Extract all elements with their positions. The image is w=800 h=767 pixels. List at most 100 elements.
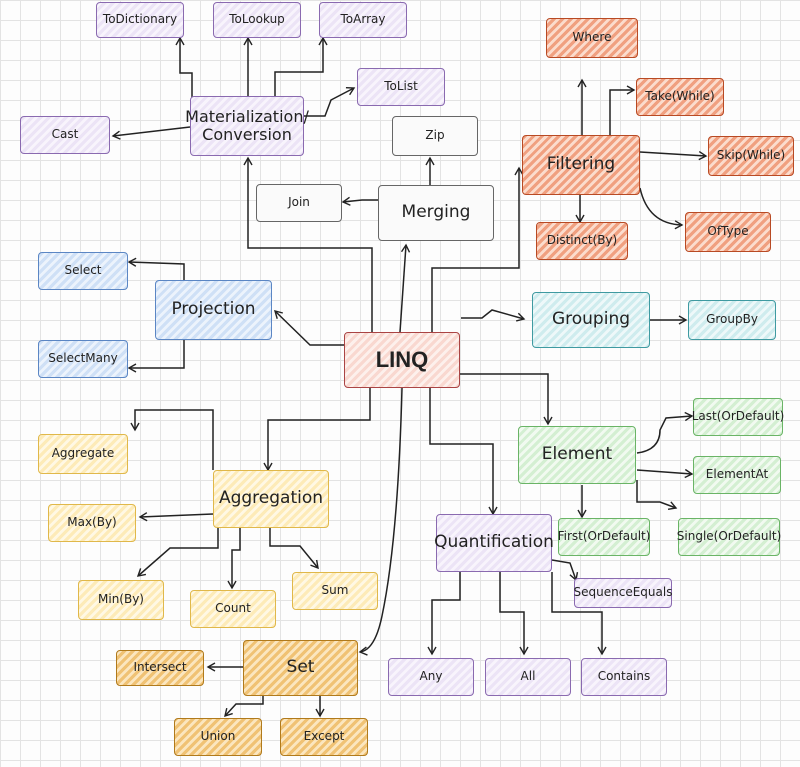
oftype-node[interactable]: OfType <box>685 212 771 252</box>
tolist-node[interactable]: ToList <box>357 68 445 106</box>
sequenceequals-node[interactable]: SequenceEquals <box>574 578 672 608</box>
intersect-node[interactable]: Intersect <box>116 650 204 686</box>
edge-filtering-takewhile <box>609 85 636 135</box>
any-label: Any <box>419 669 443 684</box>
edge-linq-set <box>358 387 403 656</box>
sequenceequals-label: SequenceEquals <box>573 585 673 600</box>
cast-label: Cast <box>51 127 79 142</box>
oftype-label: OfType <box>707 224 749 239</box>
edge-mat-cast <box>111 126 191 140</box>
linq-root-label: LINQ <box>375 347 429 373</box>
first-ordefault-label: First(OrDefault) <box>557 529 651 544</box>
minby-node[interactable]: Min(By) <box>78 580 164 620</box>
edge-filtering-oftype <box>639 187 684 230</box>
edge-agg-aggregate <box>130 409 214 470</box>
edge-mat-tolist <box>303 86 356 117</box>
sum-node[interactable]: Sum <box>292 572 378 610</box>
toarray-node[interactable]: ToArray <box>319 2 407 38</box>
last-ordefault-node[interactable]: Last(OrDefault) <box>691 398 785 436</box>
quantification-label: Quantification <box>434 532 554 553</box>
todictionary-node[interactable]: ToDictionary <box>96 2 184 38</box>
todictionary-label: ToDictionary <box>102 12 178 27</box>
cast-node[interactable]: Cast <box>20 116 110 154</box>
skipwhile-node[interactable]: Skip(While) <box>708 136 794 176</box>
merging-label: Merging <box>401 202 471 223</box>
edge-quant-any <box>427 572 461 656</box>
contains-label: Contains <box>597 669 651 684</box>
edge-linq-element <box>460 373 553 426</box>
distinctby-label: Distinct(By) <box>546 233 618 248</box>
filtering-label: Filtering <box>546 154 616 175</box>
materialization-conversion-label: Materialization/ Conversion <box>185 106 309 144</box>
aggregate-node[interactable]: Aggregate <box>38 434 128 474</box>
aggregate-label: Aggregate <box>51 446 115 461</box>
linq-root-node[interactable]: LINQ <box>344 332 460 388</box>
elementat-label: ElementAt <box>705 467 769 482</box>
distinctby-node[interactable]: Distinct(By) <box>536 222 628 260</box>
edge-quant-sequenceequals <box>551 559 579 582</box>
first-ordefault-node[interactable]: First(OrDefault) <box>558 518 650 556</box>
tolist-label: ToList <box>384 79 418 94</box>
edge-linq-merging <box>399 243 411 333</box>
except-node[interactable]: Except <box>280 718 368 756</box>
except-label: Except <box>303 729 345 744</box>
zip-label: Zip <box>425 128 445 143</box>
edge-element-elementat <box>636 468 694 479</box>
sum-label: Sum <box>321 583 349 598</box>
selectmany-node[interactable]: SelectMany <box>38 340 128 378</box>
last-ordefault-label: Last(OrDefault) <box>691 409 785 424</box>
where-node[interactable]: Where <box>546 18 638 58</box>
edge-quant-all <box>499 572 529 656</box>
single-ordefault-node[interactable]: Single(OrDefault) <box>676 518 782 556</box>
selectmany-label: SelectMany <box>48 351 118 366</box>
tolookup-node[interactable]: ToLookup <box>213 2 301 38</box>
materialization-conversion-node[interactable]: Materialization/ Conversion <box>185 96 309 156</box>
projection-node[interactable]: Projection <box>155 280 272 340</box>
tolookup-label: ToLookup <box>229 12 285 27</box>
edge-merging-join <box>341 196 378 206</box>
groupby-node[interactable]: GroupBy <box>688 300 776 340</box>
union-node[interactable]: Union <box>174 718 262 756</box>
edge-projection-select <box>127 257 185 280</box>
select-node[interactable]: Select <box>38 252 128 290</box>
edge-linq-projection <box>273 310 344 346</box>
filtering-node[interactable]: Filtering <box>522 135 640 195</box>
takewhile-label: Take(While) <box>645 89 715 104</box>
edge-projection-selectmany <box>127 340 185 373</box>
set-node[interactable]: Set <box>243 640 358 696</box>
edge-linq-grouping <box>461 309 526 322</box>
aggregation-node[interactable]: Aggregation <box>213 470 329 528</box>
maxby-node[interactable]: Max(By) <box>48 504 136 542</box>
projection-label: Projection <box>171 299 256 320</box>
count-node[interactable]: Count <box>190 590 276 628</box>
skipwhile-label: Skip(While) <box>716 148 786 163</box>
select-label: Select <box>64 263 102 278</box>
contains-node[interactable]: Contains <box>581 658 667 696</box>
edge-agg-minby <box>136 528 219 577</box>
all-node[interactable]: All <box>485 658 571 696</box>
any-node[interactable]: Any <box>388 658 474 696</box>
edge-linq-aggregation <box>263 388 371 472</box>
edge-agg-sum <box>269 528 319 570</box>
elementat-node[interactable]: ElementAt <box>693 456 781 494</box>
single-ordefault-label: Single(OrDefault) <box>676 529 782 544</box>
union-label: Union <box>200 729 236 744</box>
join-node[interactable]: Join <box>256 184 342 222</box>
set-label: Set <box>286 657 315 678</box>
element-label: Element <box>541 444 613 465</box>
edge-set-union <box>224 696 264 718</box>
grouping-label: Grouping <box>551 309 631 330</box>
takewhile-node[interactable]: Take(While) <box>636 78 724 116</box>
merging-node[interactable]: Merging <box>378 185 494 241</box>
all-label: All <box>520 669 536 684</box>
edge-filtering-skipwhile <box>639 150 708 161</box>
count-label: Count <box>215 601 251 616</box>
where-label: Where <box>572 30 612 45</box>
element-node[interactable]: Element <box>518 426 636 484</box>
edge-linq-quantification <box>429 388 498 516</box>
quantification-node[interactable]: Quantification <box>434 514 554 572</box>
grouping-node[interactable]: Grouping <box>532 292 650 348</box>
zip-node[interactable]: Zip <box>392 116 478 156</box>
